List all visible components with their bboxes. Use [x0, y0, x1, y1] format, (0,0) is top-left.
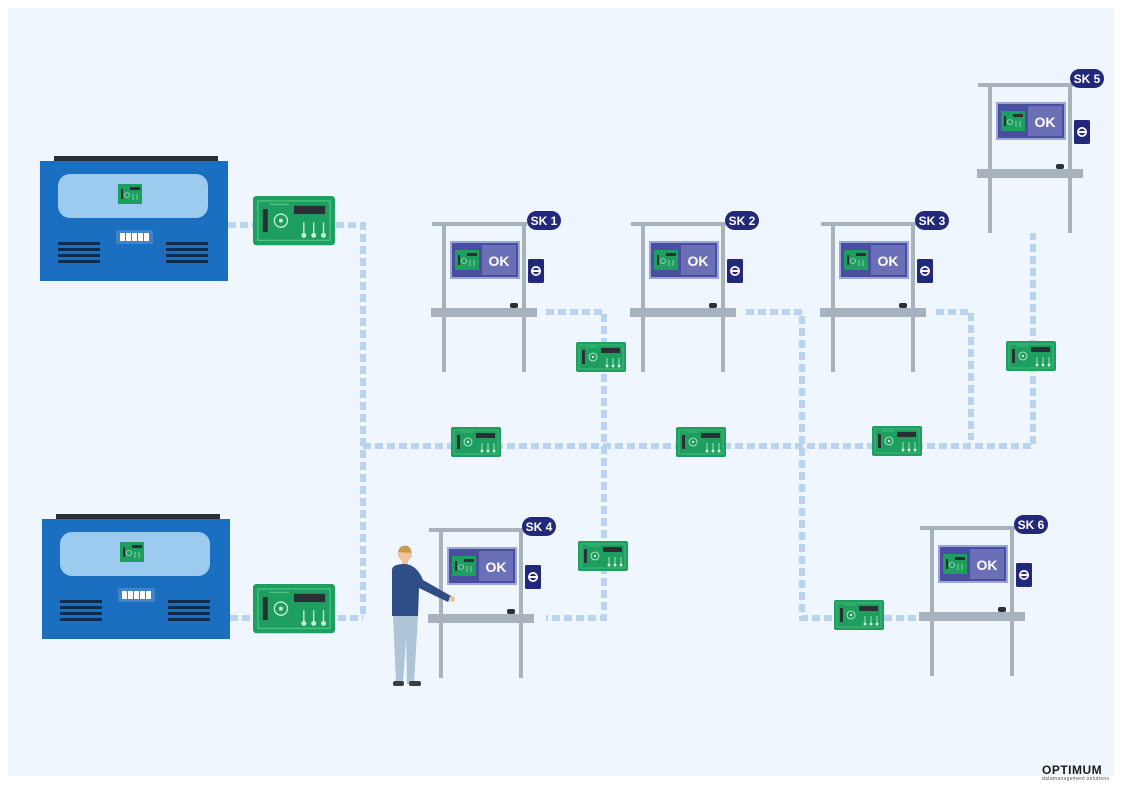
circuit-board-icon	[675, 426, 727, 458]
circuit-board-icon	[252, 583, 336, 635]
circuit-board-icon	[871, 425, 923, 457]
circuit-board-icon	[1005, 340, 1057, 372]
circuit-board-icon	[575, 341, 627, 373]
ok-label: OK	[688, 253, 709, 269]
station-label: SK 3	[919, 214, 946, 228]
station-badge	[1014, 515, 1048, 534]
station-label: SK 2	[729, 214, 756, 228]
ok-label: OK	[878, 253, 899, 269]
sk1-sk4-drop	[546, 309, 607, 621]
workstation-sk4: OK SK 4	[428, 517, 556, 678]
workstation-sk2: OK SK 2	[630, 211, 759, 372]
station-badge	[527, 211, 561, 230]
server-cabinet-icon	[40, 156, 228, 281]
station-badge	[522, 517, 556, 536]
circuit-board-icon	[450, 426, 502, 458]
workstation-sk6: OK SK 6	[919, 515, 1048, 676]
station-badge	[725, 211, 759, 230]
ok-label: OK	[486, 559, 507, 575]
station-badge	[915, 211, 949, 230]
ok-label: OK	[1035, 114, 1056, 130]
ok-label: OK	[489, 253, 510, 269]
trunk-line-vertical	[228, 222, 366, 618]
circuit-board-icon	[833, 599, 885, 631]
diagram-canvas: OK SK 1 OK SK 2 OK SK 3 OK SK 4 OK SK 5 …	[8, 8, 1114, 782]
station-badge	[1070, 69, 1104, 88]
sk3-drop	[936, 309, 974, 440]
workstation-sk1: OK SK 1	[431, 211, 561, 372]
circuit-board-icon	[577, 540, 629, 572]
main-bus-line	[363, 233, 1036, 449]
circuit-board-icon	[252, 195, 336, 247]
workstation-sk5: OK SK 5	[977, 69, 1104, 233]
workstation-sk3: OK SK 3	[820, 211, 949, 372]
station-label: SK 4	[526, 520, 553, 534]
ok-label: OK	[977, 557, 998, 573]
station-label: SK 1	[531, 214, 558, 228]
station-label: SK 5	[1074, 72, 1101, 86]
connection-lines	[228, 222, 1036, 621]
station-label: SK 6	[1018, 518, 1045, 532]
operator-person-icon	[392, 545, 455, 686]
optimum-logo: OPTIMUM datamanagement solutions	[1042, 763, 1110, 782]
server-cabinet-icon	[42, 514, 230, 639]
network-diagram: OK SK 1 OK SK 2 OK SK 3 OK SK 4 OK SK 5 …	[8, 69, 1104, 686]
